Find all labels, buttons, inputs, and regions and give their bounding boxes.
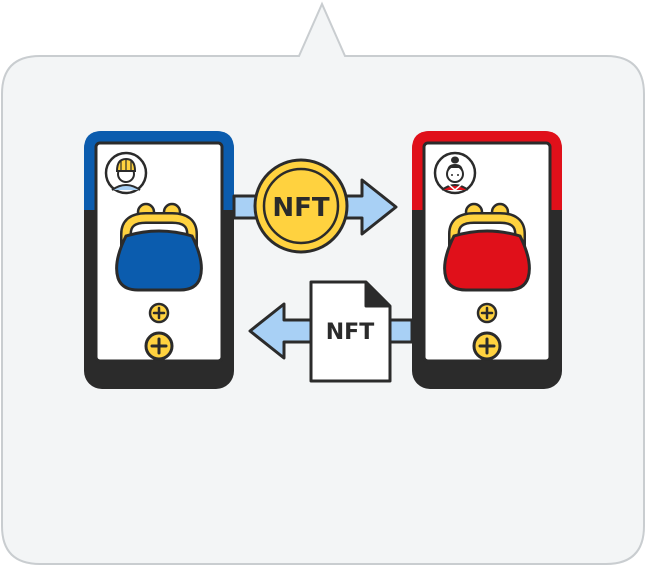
person-with-topknot-icon: [433, 151, 477, 195]
blue-coin-purse-icon: [115, 202, 203, 292]
plus-coin-icon: [472, 331, 502, 361]
plus-coin-icon: [144, 331, 174, 361]
red-coin-purse-icon: [443, 202, 531, 292]
document-label: NFT: [326, 320, 374, 345]
coin-label: NFT: [272, 193, 330, 223]
nft-coin-icon: NFT: [253, 158, 349, 254]
plus-coin-icon: [476, 302, 498, 324]
person-with-beanie-icon: [104, 151, 148, 195]
nft-document-icon: NFT: [309, 280, 392, 383]
plus-coin-icon: [148, 302, 170, 324]
